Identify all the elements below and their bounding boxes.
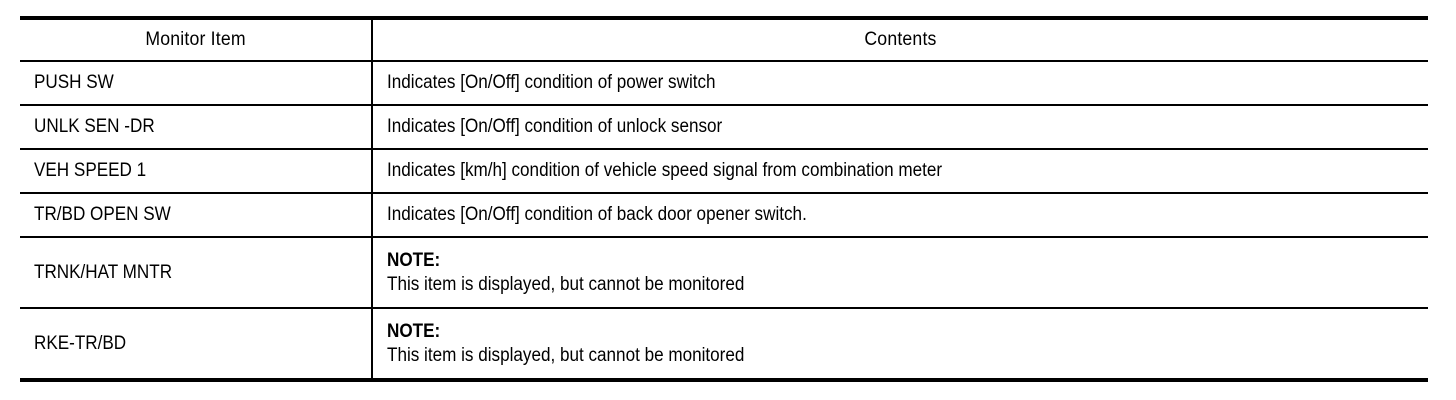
monitor-item-table: Monitor Item Contents PUSH SW Indicates … — [20, 16, 1428, 382]
table-row: RKE-TR/BD NOTE: This item is displayed, … — [20, 308, 1428, 382]
contents-text: Indicates [km/h] condition of vehicle sp… — [387, 160, 943, 182]
cell-contents: Indicates [On/Off] condition of unlock s… — [372, 105, 1428, 150]
monitor-item-label: TR/BD OPEN SW — [34, 204, 171, 226]
note-label: NOTE: — [387, 320, 441, 342]
table-header-row: Monitor Item Contents — [20, 16, 1428, 62]
monitor-item-label: TRNK/HAT MNTR — [34, 261, 173, 283]
monitor-item-label: RKE-TR/BD — [34, 332, 127, 354]
cell-contents: Indicates [km/h] condition of vehicle sp… — [372, 149, 1428, 194]
contents-text: Indicates [On/Off] condition of power sw… — [387, 72, 716, 94]
note-label: NOTE: — [387, 249, 441, 271]
monitor-item-label: UNLK SEN -DR — [34, 116, 155, 138]
cell-monitor-item: TRNK/HAT MNTR — [20, 237, 373, 309]
table-row: UNLK SEN -DR Indicates [On/Off] conditio… — [20, 105, 1428, 150]
note-body: This item is displayed, but cannot be mo… — [387, 273, 745, 295]
table-header: Monitor Item Contents — [20, 16, 1428, 62]
table-row: VEH SPEED 1 Indicates [km/h] condition o… — [20, 149, 1428, 194]
cell-monitor-item: RKE-TR/BD — [20, 308, 373, 382]
monitor-item-label: PUSH SW — [34, 72, 114, 94]
cell-contents: Indicates [On/Off] condition of back doo… — [372, 193, 1428, 238]
cell-monitor-item: VEH SPEED 1 — [20, 149, 373, 194]
cell-monitor-item: PUSH SW — [20, 61, 373, 106]
cell-contents: NOTE: This item is displayed, but cannot… — [372, 308, 1428, 382]
contents-text: Indicates [On/Off] condition of back doo… — [387, 204, 807, 226]
cell-contents: Indicates [On/Off] condition of power sw… — [372, 61, 1428, 106]
table-body: PUSH SW Indicates [On/Off] condition of … — [20, 61, 1428, 382]
table-row: TR/BD OPEN SW Indicates [On/Off] conditi… — [20, 193, 1428, 238]
contents-text: Indicates [On/Off] condition of unlock s… — [387, 116, 723, 138]
cell-contents: NOTE: This item is displayed, but cannot… — [372, 237, 1428, 309]
monitor-item-label: VEH SPEED 1 — [34, 160, 147, 182]
cell-monitor-item: TR/BD OPEN SW — [20, 193, 373, 238]
cell-monitor-item: UNLK SEN -DR — [20, 105, 373, 150]
column-header-monitor-item: Monitor Item — [32, 16, 361, 62]
note-body: This item is displayed, but cannot be mo… — [387, 344, 745, 366]
table-row: TRNK/HAT MNTR NOTE: This item is display… — [20, 237, 1428, 309]
column-header-contents: Contents — [408, 16, 1392, 62]
table-row: PUSH SW Indicates [On/Off] condition of … — [20, 61, 1428, 106]
